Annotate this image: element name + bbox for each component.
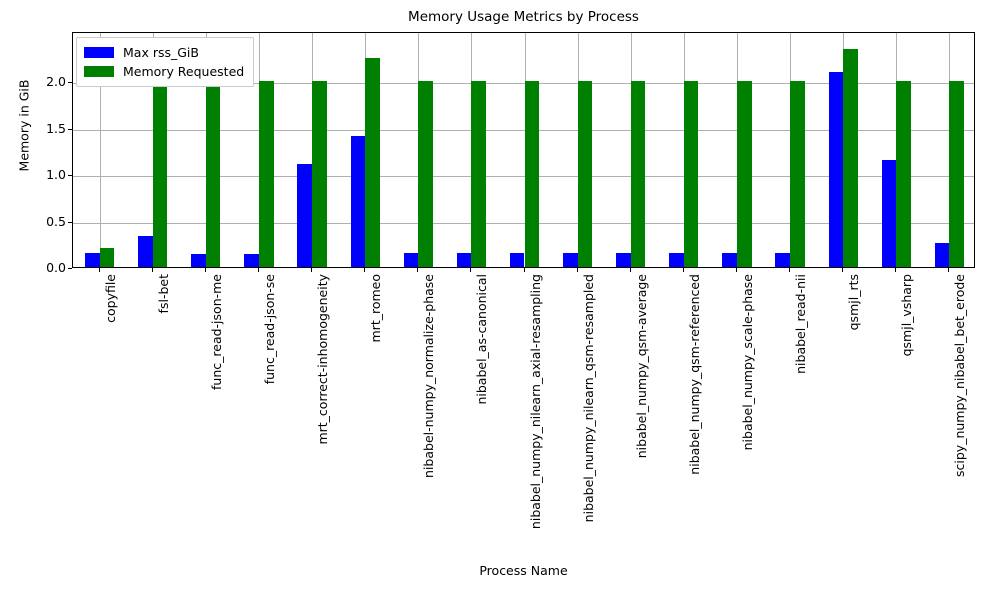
bar xyxy=(577,81,593,267)
x-tick-label: nibabel_numpy_nilearn_qsm-resampled xyxy=(580,274,596,523)
bar xyxy=(471,81,486,267)
x-tick-label: qsmjl_rts xyxy=(846,274,862,331)
bar xyxy=(191,254,206,267)
x-axis-tick-marks xyxy=(72,268,975,273)
bar xyxy=(775,253,791,267)
x-tick-label: scipy_numpy_nibabel_bet_erode xyxy=(952,274,968,477)
x-tick-mark xyxy=(470,268,472,272)
gridline-horizontal xyxy=(73,222,974,224)
bar xyxy=(934,242,950,267)
x-tick-mark xyxy=(417,268,419,272)
x-tick-mark xyxy=(683,268,685,272)
x-tick-mark xyxy=(895,268,897,272)
gridline-horizontal xyxy=(73,83,974,85)
bar xyxy=(524,81,540,267)
bar xyxy=(84,253,100,267)
legend-label-max-rss: Max rss_GiB xyxy=(123,45,199,60)
bar xyxy=(563,253,578,267)
bar xyxy=(152,81,168,267)
x-tick-mark xyxy=(152,268,154,272)
y-tick-label: 2.0 xyxy=(46,74,66,90)
legend-entry[interactable]: Max rss_GiB xyxy=(84,43,244,62)
bar xyxy=(616,253,631,267)
bar xyxy=(828,71,844,267)
x-tick-label: nibabel_as-canonical xyxy=(474,274,490,405)
x-tick-label: nibabel_numpy_qsm-average xyxy=(633,274,649,459)
x-tick-label: mrt_romeo xyxy=(368,274,384,343)
bar xyxy=(244,254,259,267)
x-tick-label: nibabel_numpy_scale-phase xyxy=(739,274,755,451)
x-tick-label: fsl-bet xyxy=(155,274,171,314)
bar xyxy=(403,253,419,267)
y-tick-mark xyxy=(68,128,72,130)
legend-label-memory-requested: Memory Requested xyxy=(123,64,245,79)
x-tick-mark xyxy=(99,268,101,272)
chart-legend: Max rss_GiB Memory Requested xyxy=(76,37,255,87)
x-tick-mark xyxy=(524,268,526,272)
bar xyxy=(881,160,897,267)
x-tick-label: func_read-json-se xyxy=(261,274,277,385)
x-tick-mark xyxy=(577,268,579,272)
bar xyxy=(683,81,699,267)
bar xyxy=(205,81,221,267)
x-axis-tick-labels: copyfile fsl-bet func_read-json-me func_rea… xyxy=(72,274,975,554)
bar xyxy=(896,81,911,267)
y-tick-label: 1.5 xyxy=(46,120,66,136)
bar xyxy=(418,81,433,267)
x-tick-label: mrt_correct-inhomogeneity xyxy=(315,274,331,445)
bar xyxy=(630,81,646,267)
bar xyxy=(350,136,366,267)
x-tick-mark xyxy=(630,268,632,272)
bar xyxy=(790,81,805,267)
bar xyxy=(312,81,327,267)
bar xyxy=(138,236,153,267)
x-tick-label: nibabel_read-nii xyxy=(793,274,809,374)
y-tick-label: 0.5 xyxy=(46,213,66,229)
bar xyxy=(722,253,737,267)
x-tick-mark xyxy=(258,268,260,272)
legend-swatch-memory-requested xyxy=(84,66,114,77)
legend-swatch-max-rss xyxy=(84,47,114,58)
x-tick-mark xyxy=(789,268,791,272)
y-tick-mark xyxy=(68,268,72,270)
x-tick-label: nibabel_numpy_nilearn_axial-resampling xyxy=(527,274,543,530)
plot-area xyxy=(72,32,975,268)
x-tick-mark xyxy=(364,268,366,272)
x-tick-label: nibabel_numpy_qsm-referenced xyxy=(686,274,702,475)
bar xyxy=(736,81,752,267)
y-tick-mark xyxy=(68,221,72,223)
x-tick-label: func_read-json-me xyxy=(208,274,224,390)
x-tick-mark xyxy=(948,268,950,272)
legend-entry[interactable]: Memory Requested xyxy=(84,62,244,81)
x-tick-label: copyfile xyxy=(102,274,118,323)
x-tick-mark xyxy=(311,268,313,272)
x-tick-mark xyxy=(205,268,207,272)
bar xyxy=(669,253,684,267)
bar xyxy=(843,48,858,267)
bar xyxy=(365,57,380,267)
x-axis-label: Process Name xyxy=(479,563,568,578)
x-tick-mark xyxy=(736,268,738,272)
bar xyxy=(258,81,274,267)
y-tick-mark xyxy=(68,82,72,84)
bar xyxy=(949,81,965,267)
bar xyxy=(297,163,313,267)
bar xyxy=(99,248,115,267)
y-tick-label: 0.0 xyxy=(46,260,66,275)
y-axis-tick-marks xyxy=(68,32,72,270)
y-axis-label: Memory in GiB xyxy=(16,79,32,172)
y-axis-tick-labels: 0.0 0.5 1.0 1.5 2.0 xyxy=(20,32,66,273)
bar xyxy=(456,253,472,267)
y-tick-mark xyxy=(68,175,72,177)
y-tick-label: 1.0 xyxy=(46,167,66,183)
chart-title: Memory Usage Metrics by Process xyxy=(408,9,639,25)
gridline-horizontal xyxy=(73,176,974,178)
x-tick-mark xyxy=(842,268,844,272)
bar xyxy=(509,253,525,267)
x-tick-label: nibabel-numpy_normalize-phase xyxy=(421,274,437,478)
x-tick-label: qsmjl_vsharp xyxy=(899,274,915,357)
gridline-vertical xyxy=(100,33,101,267)
gridline-horizontal xyxy=(73,129,974,131)
